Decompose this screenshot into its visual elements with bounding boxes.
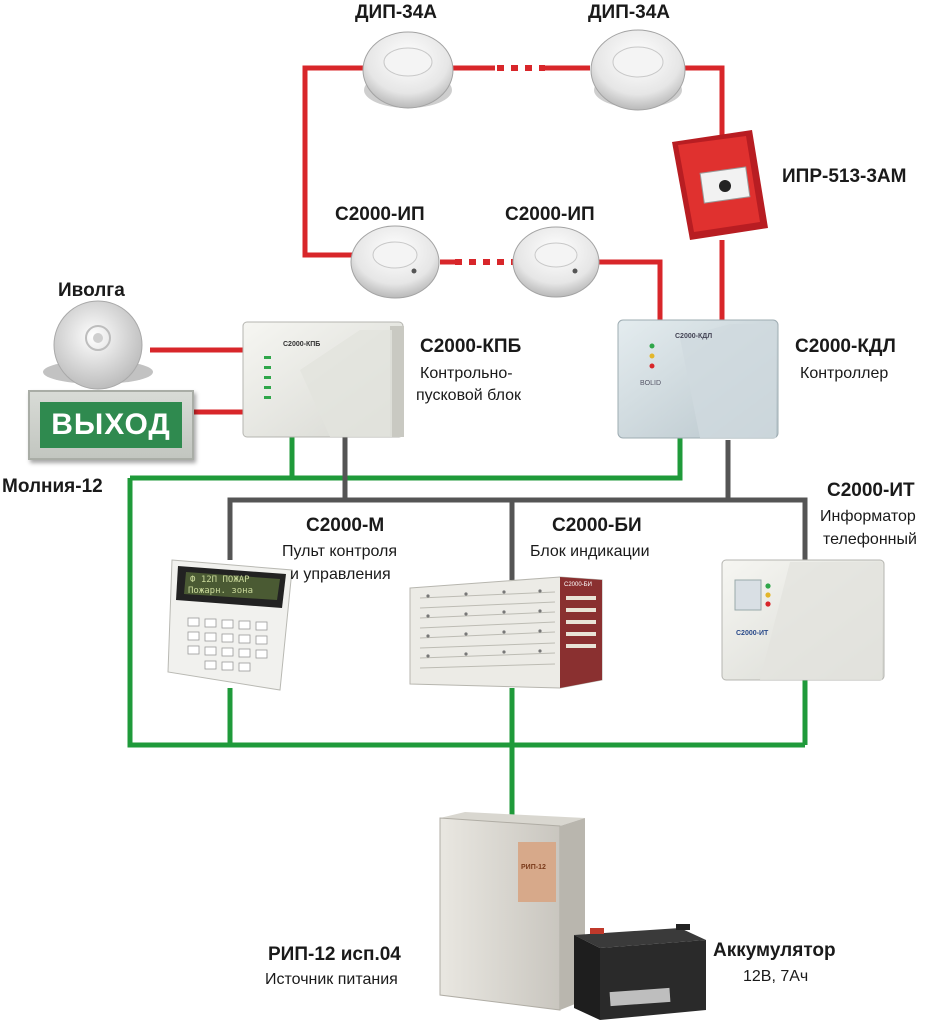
battery-desc-label: 12В, 7Ач: [743, 968, 809, 985]
ipr-label: ИПР-513-3АМ: [782, 166, 907, 187]
kpb-desc-line1: Контрольно-: [420, 365, 513, 382]
power-lines: [127, 437, 808, 818]
it-panel-label: С2000-ИТ: [736, 630, 769, 637]
it-device: [721, 559, 885, 681]
kpb-panel-label: С2000-КПБ: [283, 341, 321, 348]
ip-loop-right: [598, 259, 663, 320]
rip-name-label: РИП-12 исп.04: [268, 944, 401, 965]
bi-indicator-device: [409, 576, 603, 689]
ip-detector-right: [512, 226, 600, 298]
rip-panel-label: РИП-12: [521, 864, 546, 871]
kdl-panel-label: С2000-КДЛ: [675, 333, 713, 340]
bi-name-label: С2000-БИ: [552, 515, 642, 536]
kpb-name-label: С2000-КПБ: [420, 336, 522, 357]
kpb-device: [242, 321, 404, 438]
kdl-device: [617, 319, 779, 439]
m-name-label: С2000-М: [306, 515, 385, 536]
dip-left-label: ДИП-34А: [355, 2, 438, 23]
ivolga-siren: [43, 300, 153, 390]
ivolga-label: Иволга: [58, 280, 125, 301]
dip-right-label: ДИП-34А: [588, 2, 671, 23]
kdl-desc-label: Контроллер: [800, 365, 889, 382]
m-keypad-device: [167, 559, 293, 691]
battery-name-label: Аккумулятор: [713, 940, 836, 961]
interface-lines: [227, 437, 808, 580]
kdl-brand-label: BOLID: [640, 380, 662, 387]
molniya-label: Молния-12: [2, 476, 103, 497]
bi-panel-label: С2000-БИ: [564, 582, 592, 588]
rip-power-supply: [439, 812, 585, 1011]
m-lcd-line1: Ф 12П ПОЖАР: [190, 575, 250, 585]
dotted-loop-continuations: [455, 65, 545, 265]
ip-right-label: С2000-ИП: [505, 204, 595, 225]
m-lcd-line2: Пожарн. зона: [188, 586, 254, 596]
bi-desc-label: Блок индикации: [530, 543, 650, 560]
kdl-name-label: С2000-КДЛ: [795, 336, 896, 357]
detector-loop-to-ipr: [685, 65, 725, 140]
kpb-desc-line2: пусковой блок: [416, 387, 522, 404]
dip-detector-left: [362, 31, 454, 109]
exit-sign-molniya: ВЫХОД: [28, 390, 194, 460]
m-desc-line1: Пульт контроля: [282, 543, 398, 560]
m-desc-line2: и управления: [290, 566, 391, 583]
ipr-manual-call-point: [672, 130, 768, 240]
dip-detector-right: [590, 29, 686, 111]
ip-detector-left: [350, 225, 440, 299]
it-desc-line1: Информатор: [820, 508, 916, 525]
alarm-loop-lines: [150, 65, 725, 415]
it-name-label: С2000-ИТ: [827, 480, 915, 501]
battery: [574, 924, 706, 1020]
ip-left-label: С2000-ИП: [335, 204, 425, 225]
rip-desc-label: Источник питания: [265, 971, 398, 988]
exit-sign-text: ВЫХОД: [40, 402, 182, 448]
it-desc-line2: телефонный: [823, 531, 917, 548]
detector-loop-outer: [302, 65, 367, 258]
